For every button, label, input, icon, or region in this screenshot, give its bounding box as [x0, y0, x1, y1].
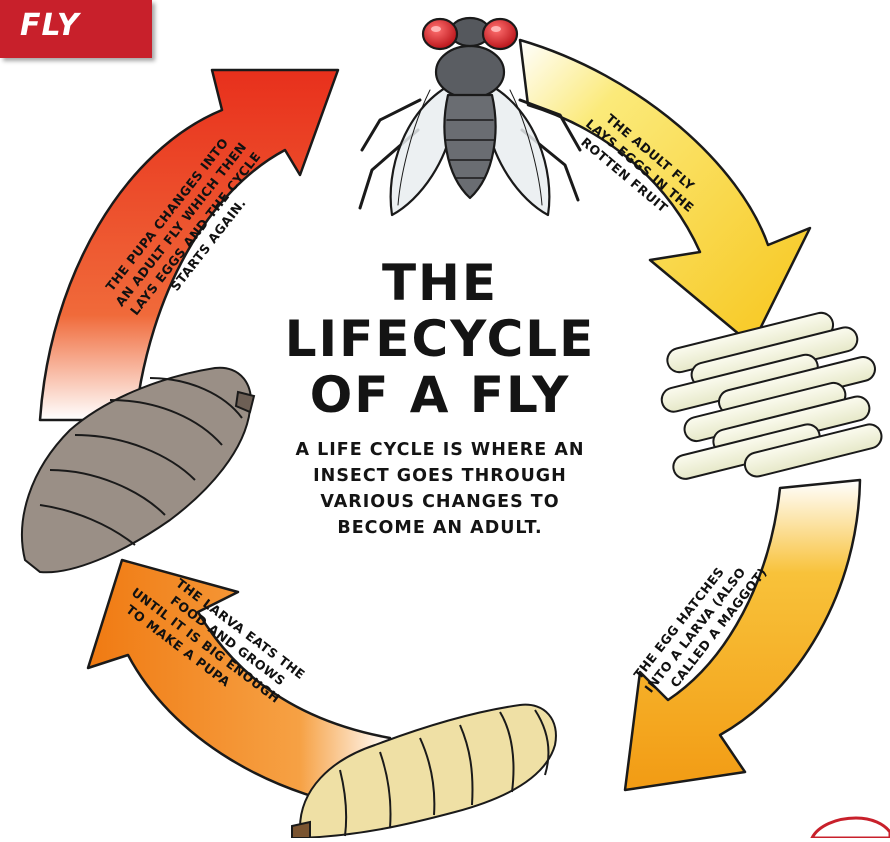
corner-tab-label: FLY — [20, 8, 80, 43]
title-line: THE — [250, 255, 630, 311]
title-line: LIFECYCLE — [250, 311, 630, 367]
corner-tab: FLY — [0, 0, 152, 58]
description-line: BECOME AN ADULT. — [250, 515, 630, 541]
stamp-fragment — [812, 818, 890, 838]
description-line: INSECT GOES THROUGH — [250, 463, 630, 489]
title-line: OF A FLY — [250, 367, 630, 423]
center-panel: THE LIFECYCLE OF A FLY A LIFE CYCLE IS W… — [250, 255, 630, 541]
diagram-description: A LIFE CYCLE IS WHERE AN INSECT GOES THR… — [250, 437, 630, 541]
diagram-title: THE LIFECYCLE OF A FLY — [250, 255, 630, 423]
description-line: VARIOUS CHANGES TO — [250, 489, 630, 515]
eggs-illustration — [645, 303, 890, 496]
description-line: A LIFE CYCLE IS WHERE AN — [250, 437, 630, 463]
adult-fly-illustration — [360, 18, 580, 215]
